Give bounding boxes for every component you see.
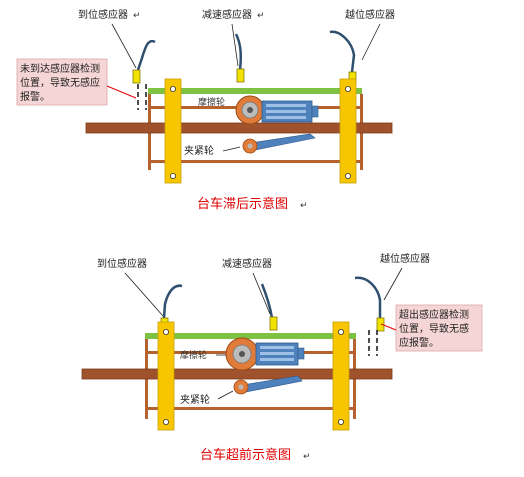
decel-sensor [269, 316, 278, 331]
sensor-cable [136, 39, 156, 71]
caption-lagging: 台车滞后示意图 [197, 196, 288, 212]
label-arrival-sensor-top: 到位感应器 [78, 8, 128, 21]
label-decel-sensor-top: 减速感应器 [202, 8, 252, 21]
motor-end-cap [297, 347, 305, 360]
pinch-wheel-arm [249, 133, 316, 151]
friction-wheel-axle [239, 351, 245, 357]
bolt [169, 172, 176, 179]
note-line-1: 未到达感应器检测 [20, 62, 100, 75]
bolt [162, 418, 169, 425]
trolley-side-bar-right [332, 321, 350, 431]
motor-fin [266, 104, 306, 107]
leader-line [217, 390, 234, 400]
label-pinch-wheel-bottom: 夹紧轮 [180, 393, 210, 406]
trolley-side-bar-left [157, 321, 175, 431]
diagram-leading: 到位感应器 减速感应器 越位感应器 超出感应器检测 位置，导致无感 应报警。 [81, 252, 483, 463]
bolt [337, 418, 344, 425]
note-line-3: 报警。 [20, 90, 50, 103]
note-pointer [380, 323, 397, 331]
label-pinch-wheel-top: 夹紧轮 [184, 144, 214, 157]
motor-fin [260, 352, 294, 355]
trolley-side-bar-right [339, 78, 357, 184]
label-friction-wheel-bottom: 摩擦轮 [180, 349, 207, 361]
trolley-frame-beam [145, 407, 356, 410]
leader-line [231, 23, 239, 67]
label-friction-wheel-top: 摩擦轮 [198, 96, 225, 108]
paragraph-mark: ↵ [300, 201, 308, 211]
label-arrival-sensor-bottom: 到位感应器 [97, 257, 147, 270]
note-pointer [106, 85, 137, 99]
pinch-wheel-hub [238, 384, 244, 390]
diagram-lagging: 到位感应器 ↵ 减速感应器 ↵ 越位感应器 未到达感应器检测 位置，导致无感应 … [16, 8, 395, 212]
label-decel-sensor-bottom: 减速感应器 [222, 257, 272, 270]
trolley-top-plate [145, 333, 356, 339]
trolley-top-plate [148, 88, 362, 94]
sensor-cable [260, 283, 274, 319]
overrun-sensor [376, 317, 385, 332]
sensor-cable [162, 284, 183, 319]
sensor-cable [329, 30, 356, 73]
motor-fin [266, 110, 306, 113]
motor-fin [260, 346, 294, 349]
trolley-side-bar-left [164, 78, 182, 184]
bolt [337, 328, 344, 335]
paragraph-mark: ↵ [133, 11, 141, 21]
note-line-2: 位置，导致无感应 [20, 76, 100, 89]
motor-fin [260, 358, 294, 361]
label-overrun-sensor-bottom: 越位感应器 [380, 252, 430, 265]
label-overrun-sensor-top: 越位感应器 [345, 8, 395, 21]
paragraph-mark: ↵ [303, 452, 311, 462]
motor-fin [266, 116, 306, 119]
bolt [169, 86, 176, 93]
pinch-wheel-hub [247, 143, 253, 149]
caption-leading: 台车超前示意图 [200, 447, 291, 463]
arrival-sensor [132, 69, 141, 84]
sensor-cable [354, 276, 382, 318]
note-line-3: 应报警。 [399, 336, 439, 349]
bolt [344, 172, 351, 179]
bolt [162, 328, 169, 335]
leader-line [111, 23, 137, 69]
warning-note-box [395, 304, 483, 352]
note-line-2: 位置，导致无感 [399, 322, 469, 335]
leader-line [124, 272, 164, 317]
leader-line [361, 23, 381, 61]
motor-end-cap [311, 105, 319, 118]
leader-line [222, 146, 241, 152]
leader-line [383, 267, 403, 301]
decel-sensor [236, 68, 245, 83]
leader-line [252, 272, 271, 315]
paragraph-mark: ↵ [257, 11, 265, 21]
sensor-cable [234, 33, 243, 71]
note-line-1: 超出感应器检测 [399, 308, 469, 321]
trolley-frame-beam [148, 160, 362, 163]
friction-wheel-axle [247, 107, 253, 113]
rail [85, 122, 393, 134]
bolt [344, 86, 351, 93]
warning-note-box [16, 58, 108, 106]
